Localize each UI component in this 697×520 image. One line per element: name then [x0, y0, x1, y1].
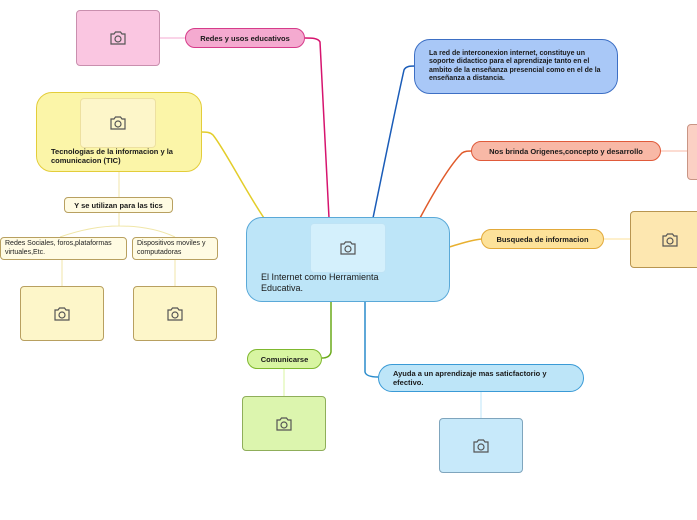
camera-icon	[109, 30, 127, 46]
topic-busqueda[interactable]: Busqueda de informacion	[481, 229, 604, 249]
connector-tic	[200, 131, 265, 219]
topic-origenes-label: Nos brinda Origenes,concepto y desarroll…	[489, 146, 643, 156]
leaf-dispositivos[interactable]: Dispositivos moviles y computadoras	[132, 237, 218, 260]
connector-subtopic-leaves	[59, 213, 176, 238]
topic-red-internet[interactable]: La red de interconexion internet, consti…	[414, 39, 618, 94]
connector-origenes	[419, 150, 473, 219]
connector-busqueda	[448, 238, 483, 248]
camera-icon	[166, 306, 184, 322]
topic-busqueda-label: Busqueda de informacion	[496, 234, 589, 244]
camera-icon	[275, 416, 293, 432]
comunicarse-image	[242, 396, 326, 451]
connector-comunicarse	[321, 300, 332, 359]
ayuda-image	[439, 418, 523, 473]
connector-redes	[304, 37, 330, 219]
leaf-redes-sociales[interactable]: Redes Sociales, foros,plataformas virtua…	[0, 237, 127, 260]
topic-origenes[interactable]: Nos brinda Origenes,concepto y desarroll…	[471, 141, 661, 161]
leaf-dispositivos-label: Dispositivos moviles y computadoras	[137, 239, 206, 256]
topic-ayuda-label: Ayuda a un aprendizaje mas saticfactorio…	[393, 369, 547, 387]
topic-ayuda[interactable]: Ayuda a un aprendizaje mas saticfactorio…	[378, 364, 584, 392]
topic-redes-label: Redes y usos educativos	[200, 33, 290, 43]
subtopic-se-utilizan[interactable]: Y se utilizan para las tics	[64, 197, 173, 213]
topic-red-internet-label: La red de interconexion internet, consti…	[429, 49, 601, 82]
dispositivos-image	[133, 286, 217, 341]
topic-tic-label: Tecnologias de la informacion y la comun…	[51, 147, 173, 165]
origenes-image	[687, 124, 697, 180]
tic-image	[80, 98, 156, 148]
camera-icon	[53, 306, 71, 322]
connector-ayuda	[364, 300, 379, 378]
connector-red-internet	[372, 65, 417, 219]
redes-sociales-image	[20, 286, 104, 341]
central-image	[310, 223, 386, 273]
camera-icon	[339, 240, 357, 256]
topic-redes[interactable]: Redes y usos educativos	[185, 28, 305, 48]
subtopic-se-utilizan-label: Y se utilizan para las tics	[74, 200, 163, 210]
camera-icon	[661, 232, 679, 248]
camera-icon	[472, 438, 490, 454]
busqueda-image	[630, 211, 697, 268]
camera-icon	[109, 115, 127, 131]
topic-comunicarse-label: Comunicarse	[260, 354, 309, 364]
topic-comunicarse[interactable]: Comunicarse	[247, 349, 322, 369]
leaf-redes-sociales-label: Redes Sociales, foros,plataformas virtua…	[5, 239, 112, 256]
central-topic-title: El Internet como Herramienta Educativa.	[261, 272, 379, 294]
redes-image	[76, 10, 160, 66]
